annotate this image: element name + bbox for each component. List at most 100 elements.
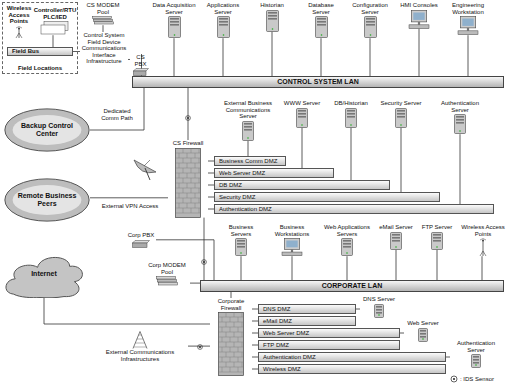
- node-label: DB DMZ: [219, 182, 242, 189]
- wireless-access-point: Wireless Access Points: [460, 224, 506, 256]
- node-label: Web Server DMZ: [219, 170, 265, 177]
- network-link: [292, 256, 293, 280]
- network-link: [460, 134, 461, 204]
- srv-icon: [341, 238, 353, 256]
- comm-tower: External Communications Infrastructures: [92, 330, 188, 362]
- network-link: [53, 35, 54, 47]
- network-link: [223, 38, 224, 76]
- modem-icon: [156, 276, 178, 286]
- controller-box: Controller/RTU PLC/IED: [33, 7, 77, 35]
- node-label: Wireless DMZ: [263, 366, 301, 373]
- node-label: Wireless Access Points: [460, 224, 506, 237]
- legend-text: : IDS Sensor: [460, 376, 494, 383]
- pbx-icon: [133, 68, 149, 76]
- dmz-band: Business Comm DMZ: [214, 156, 286, 166]
- corporate-lan: CORPORATE LAN: [200, 280, 504, 292]
- node-label: CORPORATE LAN: [322, 282, 383, 290]
- fw-icon: [175, 148, 201, 218]
- ids-sensor: [198, 345, 203, 350]
- dmz-band: DNS DMZ: [258, 304, 356, 314]
- workstation: Engineering Workstation: [446, 2, 490, 35]
- pbx-icon: [132, 240, 150, 248]
- modem-pool: CS MODEM Pool: [81, 2, 125, 25]
- srv-icon: [418, 328, 428, 342]
- node-label: External Business Communications Server: [222, 100, 274, 120]
- network-link: [401, 128, 402, 192]
- satellite-dish: [134, 160, 156, 180]
- node-label: Corp PBX: [126, 232, 156, 239]
- network-link: [204, 218, 205, 280]
- srv-icon: [235, 238, 247, 256]
- server: Applications Server: [201, 2, 245, 38]
- server: Authentication Server: [450, 340, 502, 368]
- dish-feed: [144, 160, 150, 166]
- network-link: [351, 128, 352, 180]
- server: WWW Server: [282, 100, 322, 128]
- network-link: [128, 59, 130, 60]
- network-link: [73, 51, 80, 52]
- network-link: [321, 38, 322, 76]
- ant-icon: [477, 238, 489, 256]
- network-link: [302, 128, 303, 168]
- interface-infrastructure-note: Control System Field Device Communicatio…: [80, 32, 128, 65]
- network-link: [231, 292, 232, 298]
- internet-cloud: Internet: [4, 250, 84, 298]
- dmz-band: Web Server DMZ: [258, 328, 400, 338]
- node-label: Field Locations: [3, 65, 77, 72]
- node-label: External Communications Infrastructures: [92, 349, 188, 362]
- server: Security Server: [380, 100, 422, 128]
- pbx: Corp PBX: [126, 232, 156, 248]
- node-label: Controller/RTU PLC/IED: [33, 7, 77, 20]
- network-link: [188, 346, 210, 347]
- wireless-access-point: Wireless Access Points: [5, 5, 33, 38]
- node-label: FTP Server: [420, 224, 454, 231]
- node-label: Security Server: [380, 100, 422, 107]
- workstation: HMI Consoles: [397, 2, 441, 29]
- legend-entry: : IDS Sensor: [450, 375, 494, 383]
- server: Database Server: [299, 2, 343, 38]
- node-label: Remote Business Peers: [14, 192, 80, 207]
- network-link: [396, 250, 397, 280]
- network-link: [419, 29, 420, 76]
- node-label: Web Server DMZ: [263, 330, 309, 337]
- network-link: [190, 283, 200, 284]
- server: FTP Server: [420, 224, 454, 250]
- dish-stand: [145, 168, 150, 180]
- ant-icon: [14, 26, 24, 38]
- server: Configuration Server: [348, 2, 392, 38]
- server: Web Applications Servers: [322, 224, 372, 256]
- node-label: Engineering Workstation: [446, 2, 490, 15]
- network-link: [90, 197, 168, 198]
- network-link: [482, 256, 483, 280]
- node-label: Authentication Server: [432, 100, 488, 113]
- node-label: DNS DMZ: [263, 306, 290, 313]
- network-link: [370, 38, 371, 76]
- server: DB/Historian: [330, 100, 372, 128]
- firewall: CS Firewall: [168, 140, 208, 218]
- srv-icon: [431, 232, 443, 250]
- network-link: [241, 256, 242, 280]
- srv-icon: [364, 16, 377, 38]
- node-label: Authentication Server: [450, 340, 502, 353]
- network-link: [174, 38, 175, 76]
- modem-icon: [92, 16, 114, 25]
- network-link: [90, 88, 144, 130]
- dmz-band: Security DMZ: [214, 192, 440, 202]
- network-link: [248, 141, 249, 156]
- ctrl-icon: [40, 21, 70, 35]
- server: Web Server: [404, 320, 442, 342]
- tower-icon: [132, 331, 148, 349]
- node-label: WWW Server: [282, 100, 322, 107]
- server: Business Servers: [220, 224, 262, 256]
- firewall: Corporate Firewall: [210, 298, 252, 376]
- node-label: CONTROL SYSTEM LAN: [277, 78, 359, 86]
- node-label: eMail DMZ: [263, 318, 292, 325]
- node-label: eMail Server: [378, 224, 414, 231]
- srv-icon: [374, 304, 384, 318]
- dmz-band: eMail DMZ: [258, 316, 356, 326]
- node-label: Database Server: [299, 2, 343, 15]
- remote-business-peers: Remote Business Peers: [4, 178, 90, 222]
- node-label: FTP DMZ: [263, 342, 289, 349]
- node-label: Wireless Access Points: [5, 5, 33, 25]
- ws-icon: [281, 238, 303, 256]
